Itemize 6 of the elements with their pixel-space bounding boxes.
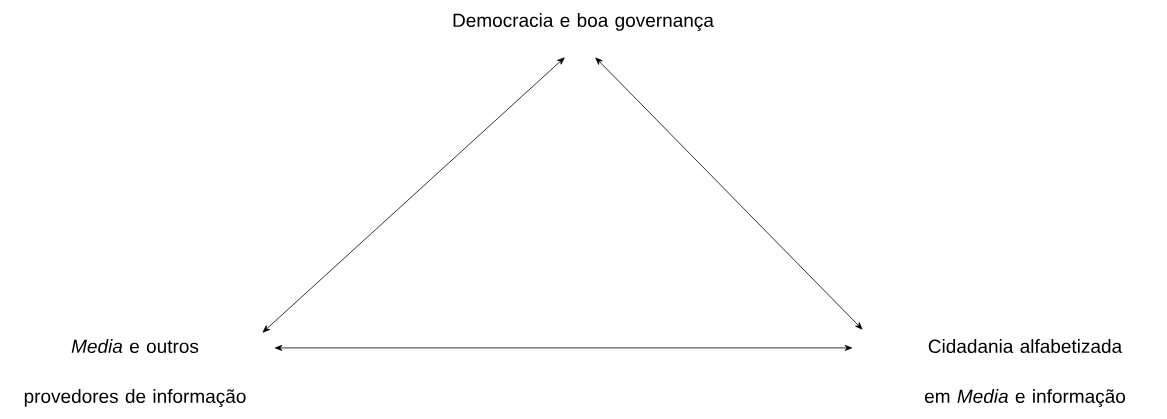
arrow	[595, 57, 863, 330]
node-label: Cidadania alfabetizada em Media e informação	[924, 339, 1126, 407]
arrow	[274, 344, 853, 351]
node-label: Media e outros provedores de informação	[24, 339, 246, 407]
node-label: Democracia e boa governança	[453, 13, 714, 31]
arrow	[262, 57, 565, 333]
